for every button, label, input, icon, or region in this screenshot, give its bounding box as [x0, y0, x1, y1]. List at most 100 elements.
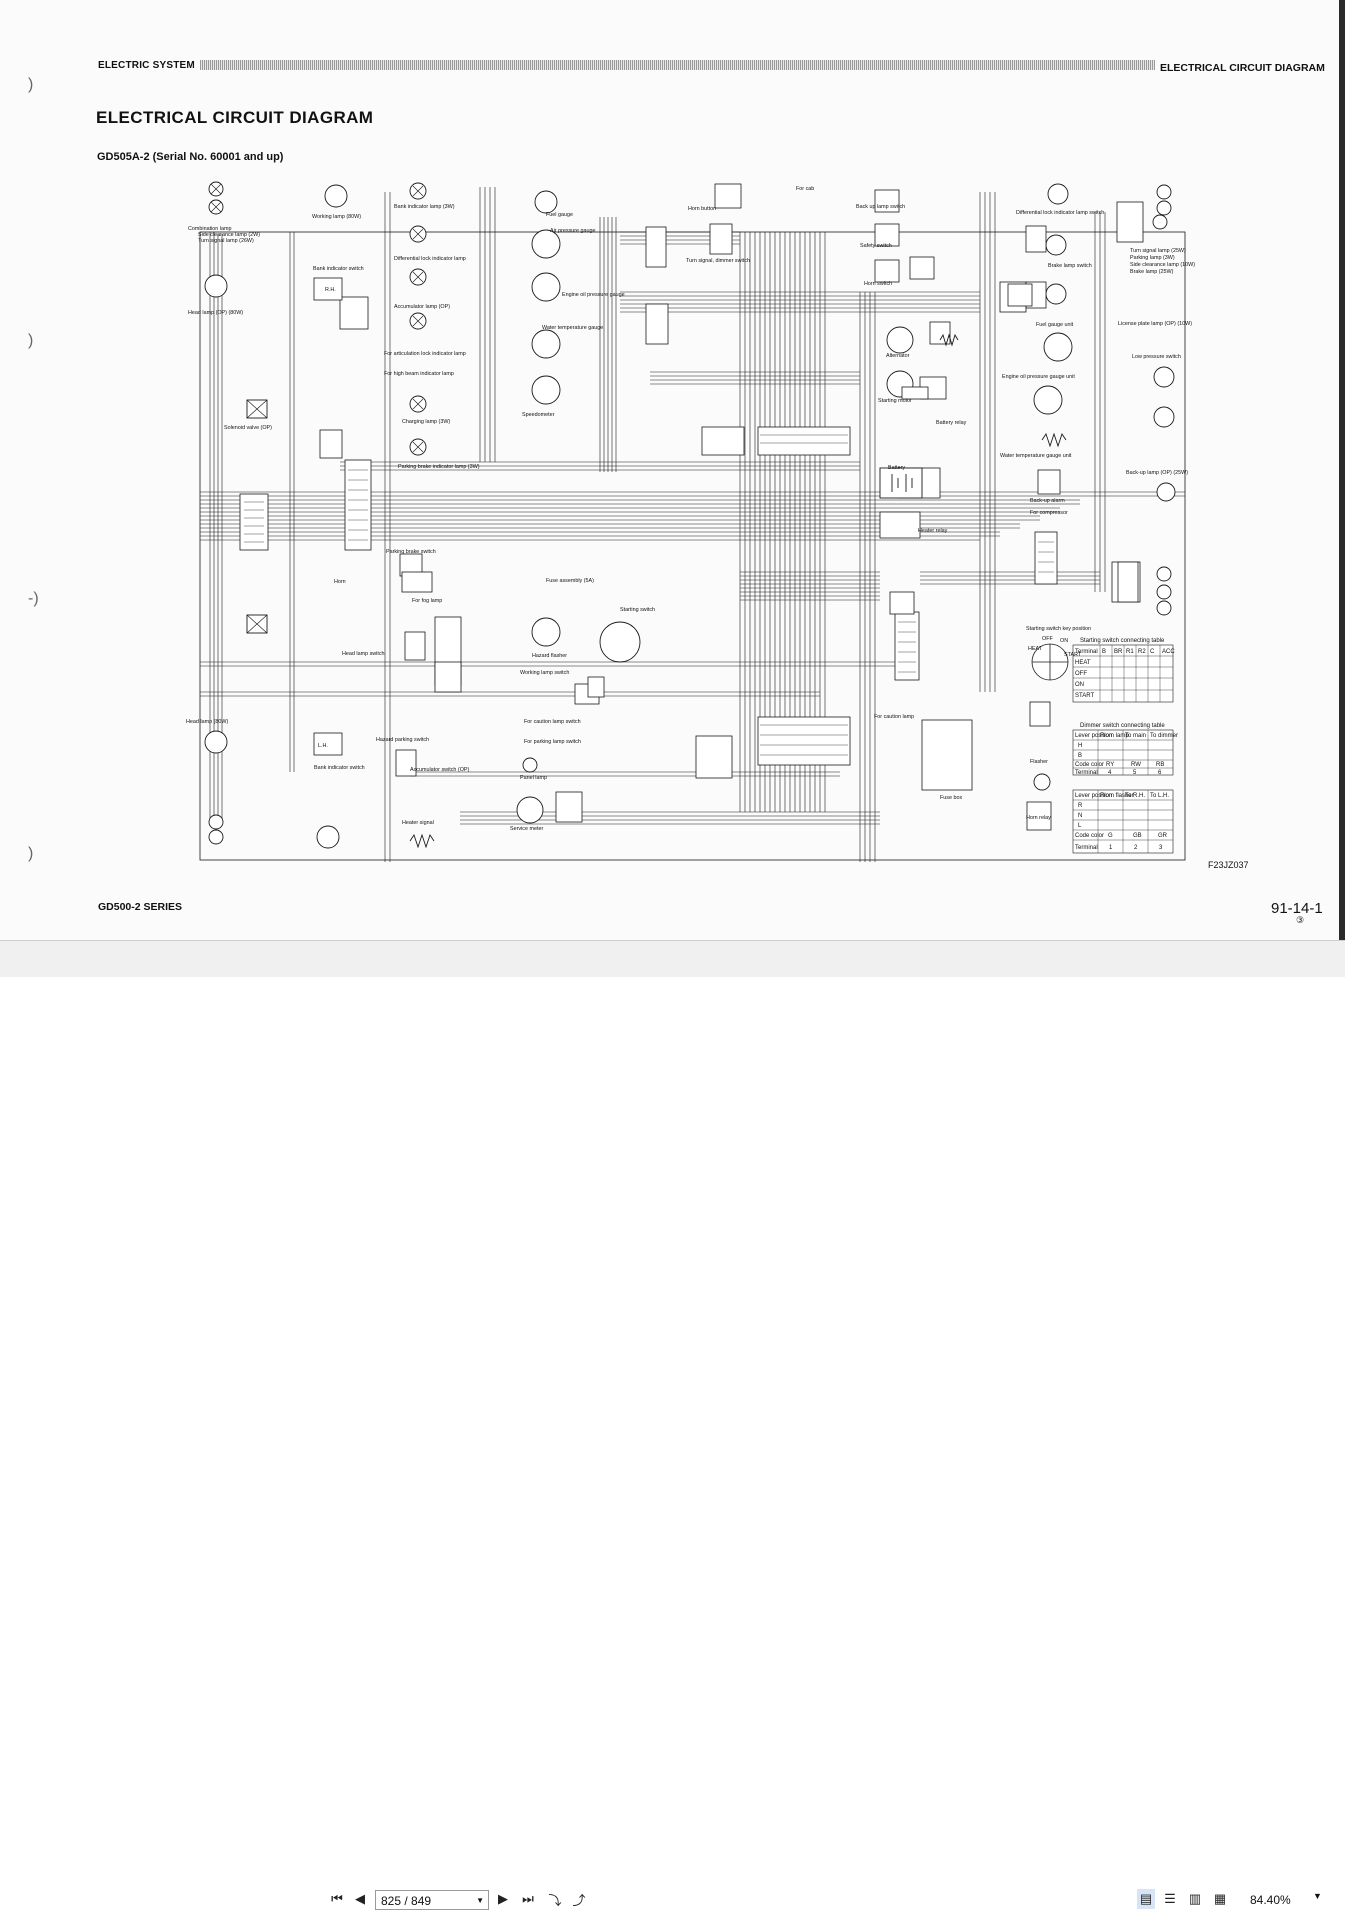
rotate-back-icon: ⤴	[572, 1892, 586, 1908]
first-page-button[interactable]: ⏮	[328, 1889, 346, 1909]
diagram-label: Working lamp (80W)	[312, 214, 361, 220]
dimmer-table-code: RW	[1131, 762, 1141, 768]
diagram-label: Flasher	[1030, 759, 1048, 765]
diagram-label: Accumulator lamp (OP)	[394, 304, 450, 310]
diagram-label: Hazard flasher	[532, 653, 567, 659]
facing-continuous-view-button[interactable]: ▦	[1211, 1889, 1229, 1909]
diagram-label: Heater relay	[918, 528, 948, 534]
diagram-label: For compressor	[1030, 510, 1068, 516]
diagram-label: Fuel gauge unit	[1036, 322, 1074, 328]
diagram-label: Back-up lamp (OP) (25W)	[1126, 470, 1188, 476]
diagram-label: For articulation lock indicator lamp	[384, 351, 466, 357]
diagram-label: Differential lock indicator lamp	[394, 256, 466, 262]
facing-view-button[interactable]: ▥	[1186, 1889, 1204, 1909]
starting-table-row: ON	[1075, 682, 1084, 688]
facing-continuous-icon: ▦	[1213, 1891, 1227, 1906]
next-page-icon: ▶	[498, 1891, 508, 1906]
diagram-label: Parking brake indicator lamp (3W)	[398, 464, 480, 470]
diagram-label: Starting switch key position	[1026, 626, 1091, 632]
diagram-label: Low pressure switch	[1132, 354, 1181, 360]
facing-icon: ▥	[1188, 1891, 1202, 1906]
diagram-label: Brake lamp switch	[1048, 263, 1092, 269]
viewer-toolbar: ⏮ ◀ 825 / 849 ▼ ▶ ⏭ ⤵ ⤴ ▤ ☰ ▥ ▦ 84.40% ▼	[0, 940, 1345, 1910]
turn-table-row: L	[1078, 823, 1082, 829]
last-page-icon: ⏭	[522, 1891, 534, 1906]
dimmer-table-terminal: 5	[1133, 770, 1137, 776]
turn-table-terminal: 2	[1134, 845, 1138, 851]
dimmer-table-title: Dimmer switch connecting table	[1080, 723, 1165, 729]
starting-table-header: ACC	[1162, 649, 1175, 655]
dimmer-table-code: RY	[1106, 762, 1114, 768]
turn-table-code: Code color	[1075, 833, 1104, 839]
rotate-clockwise-button[interactable]: ⤵	[546, 1889, 564, 1909]
turn-table-header: Lever position	[1075, 793, 1112, 799]
page-indicator-text: 825 / 849	[381, 1894, 432, 1908]
diagram-label: Engine oil pressure gauge unit	[1002, 374, 1075, 380]
diagram-label: Alternator	[886, 353, 910, 359]
dimmer-table-row: H	[1078, 743, 1082, 749]
document-page: ELECTRIC SYSTEM ELECTRICAL CIRCUIT DIAGR…	[0, 0, 1345, 940]
page-indicator-select[interactable]: 825 / 849 ▼	[375, 1890, 489, 1910]
single-page-view-button[interactable]: ▤	[1137, 1889, 1155, 1909]
starting-table-row: OFF	[1075, 671, 1087, 677]
diagram-label: Brake lamp (25W)	[1130, 269, 1174, 275]
turn-table-header: From flasher	[1100, 793, 1134, 799]
starting-table-header: Terminal	[1075, 649, 1098, 655]
last-page-button[interactable]: ⏭	[519, 1889, 537, 1909]
rotate-counterclockwise-button[interactable]: ⤴	[570, 1889, 588, 1909]
diagram-label: Bank indicator lamp (3W)	[394, 204, 455, 210]
window-edge	[1339, 0, 1345, 940]
dimmer-table-code: Code color	[1075, 762, 1104, 768]
diagram-label: Head lamp (OP) (80W)	[188, 310, 243, 316]
diagram-label: Starting switch	[620, 607, 655, 613]
diagram-label: For fog lamp	[412, 598, 442, 604]
diagram-label: Service meter	[510, 826, 543, 832]
turn-table-row: N	[1078, 813, 1082, 819]
starting-table-title: Starting switch connecting table	[1080, 638, 1165, 644]
key-position-label: START	[1064, 652, 1082, 658]
turn-table-terminal: Terminal	[1075, 845, 1098, 851]
figure-id: F23JZ037	[1208, 860, 1249, 870]
zoom-chevron-down-icon[interactable]: ▼	[1313, 1891, 1322, 1901]
diagram-label: For caution lamp switch	[524, 719, 581, 725]
page-title: ELECTRICAL CIRCUIT DIAGRAM	[96, 108, 374, 127]
diagram-label: R.H.	[325, 287, 336, 293]
first-page-icon: ⏮	[331, 1891, 343, 1906]
diagram-label: Starting motor	[878, 398, 912, 404]
revision-mark: ③	[1296, 915, 1305, 925]
continuous-icon: ☰	[1164, 1891, 1176, 1906]
diagram-label: Turn signal lamp (26W)	[198, 238, 254, 244]
starting-table-row: HEAT	[1075, 660, 1091, 666]
continuous-view-button[interactable]: ☰	[1161, 1889, 1179, 1909]
zoom-level[interactable]: 84.40%	[1250, 1893, 1291, 1907]
next-page-button[interactable]: ▶	[494, 1889, 512, 1909]
diagram-label: Parking lamp (3W)	[1130, 255, 1175, 261]
turn-table-header: To R.H.	[1125, 793, 1145, 799]
diagram-label: Hazard parking switch	[376, 737, 429, 743]
key-position-label: HEAT	[1028, 646, 1043, 652]
series-label: GD500-2 SERIES	[98, 901, 183, 913]
diagram-label: For cab	[796, 186, 814, 192]
turn-table-header: To L.H.	[1150, 793, 1169, 799]
diagram-label: Working lamp switch	[520, 670, 569, 676]
dimmer-table-terminal: 6	[1158, 770, 1162, 776]
diagram-label: L.H.	[318, 743, 328, 749]
diagram-label: Fuse assembly (5A)	[546, 578, 594, 584]
turn-table-code: GR	[1158, 833, 1168, 839]
diagram-label: Back-up alarm	[1030, 498, 1065, 504]
diagram-label: Charging lamp (3W)	[402, 419, 450, 425]
diagram-label: Battery	[888, 465, 905, 471]
rotate-icon: ⤵	[548, 1892, 562, 1908]
previous-page-icon: ◀	[355, 1891, 365, 1906]
diagram-label: Horn	[334, 579, 346, 585]
section-header-right: ELECTRICAL CIRCUIT DIAGRAM	[1160, 62, 1325, 74]
turn-table-code: GB	[1133, 833, 1142, 839]
diagram-label: Horn relay	[1026, 815, 1051, 821]
header-rule	[200, 60, 1155, 70]
diagram-label: Battery relay	[936, 420, 967, 426]
previous-page-button[interactable]: ◀	[351, 1889, 369, 1909]
dimmer-table-terminal: 4	[1108, 770, 1112, 776]
diagram-label: For high beam indicator lamp	[384, 371, 454, 377]
